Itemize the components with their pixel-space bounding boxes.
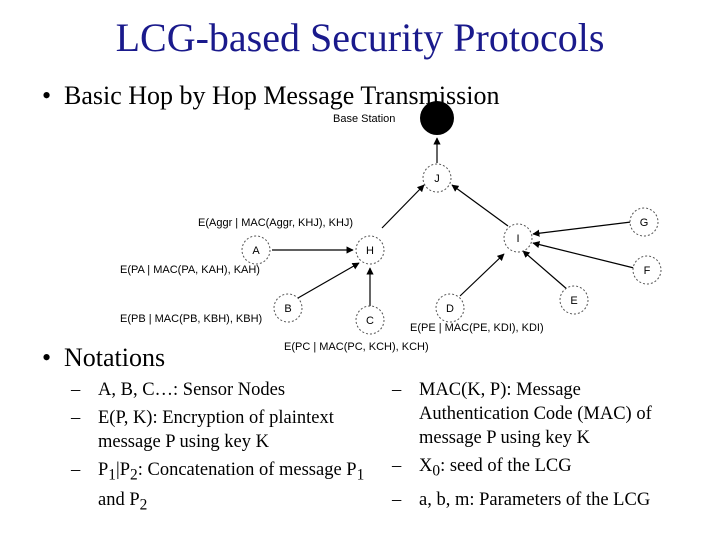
label-c-h: E(PC | MAC(PC, KCH), KCH) (284, 341, 429, 353)
label-d-i: E(PE | MAC(PE, KDI), KDI) (410, 322, 544, 334)
dash-marker: – (392, 489, 402, 510)
edge-f-i (532, 241, 635, 269)
node-j (422, 163, 452, 193)
node-f (632, 255, 662, 285)
notations-left-column: – A, B, C…: Sensor Nodes – E(P, K): Encr… (71, 378, 371, 521)
node-b (273, 293, 303, 323)
notation-text: X0: seed of the LCG (419, 456, 572, 480)
notation-text: A, B, C…: Sensor Nodes (98, 380, 286, 400)
edge-h-j (381, 184, 425, 229)
node-d-label: D (446, 303, 454, 315)
node-i-label: I (516, 233, 519, 245)
bullet-notations: • Notations (42, 342, 165, 374)
base-station-node (420, 101, 454, 135)
edge-b-h (297, 262, 360, 299)
node-h-label: H (366, 245, 374, 257)
node-a-label: A (252, 245, 260, 257)
notation-item: – MAC(K, P): Message Authentication Code… (392, 378, 682, 450)
dash-marker: – (392, 456, 402, 476)
node-c (355, 305, 385, 335)
node-f-label: F (644, 265, 651, 277)
dash-marker: – (71, 380, 81, 400)
notation-text: E(P, K): Encryption of plaintext message… (98, 408, 334, 452)
edge-e-i (522, 250, 569, 291)
node-g-label: G (640, 217, 649, 229)
notation-text: MAC(K, P): Message Authentication Code (… (419, 380, 652, 448)
bullet-text: Notations (64, 343, 166, 372)
notation-item: – X0: seed of the LCG (392, 454, 682, 484)
edge-d-i (459, 253, 505, 297)
node-i (503, 223, 533, 253)
notation-item: – A, B, C…: Sensor Nodes (71, 378, 371, 402)
label-a-h: E(PA | MAC(PA, KAH), KAH) (120, 264, 260, 276)
notation-item: – P1|P2: Concatenation of message P1 and… (71, 458, 371, 517)
node-j-label: J (434, 173, 440, 185)
notation-item: – a, b, m: Parameters of the LCG (392, 488, 682, 512)
dash-marker: – (392, 380, 402, 400)
node-h (355, 235, 385, 265)
node-e (559, 285, 589, 315)
edge-i-j (451, 184, 509, 227)
node-d (435, 293, 465, 323)
label-b-h: E(PB | MAC(PB, KBH), KBH) (120, 313, 262, 325)
label-h-j: E(Aggr | MAC(Aggr, KHJ), KHJ) (198, 217, 353, 229)
bullet-marker: • (42, 343, 52, 372)
edge-g-i (532, 221, 632, 237)
dash-marker: – (71, 408, 81, 428)
slide-title: LCG-based Security Protocols (115, 15, 605, 60)
notation-text: a, b, m: Parameters of the LCG (419, 489, 651, 510)
notations-right-column: – MAC(K, P): Message Authentication Code… (392, 378, 682, 516)
node-e-label: E (570, 295, 577, 307)
notation-item: – E(P, K): Encryption of plaintext messa… (71, 406, 371, 454)
node-b-label: B (284, 303, 291, 315)
node-c-label: C (366, 315, 374, 327)
node-g (629, 207, 659, 237)
notation-text: P1|P2: Concatenation of message P1 and P… (98, 460, 365, 514)
node-a (241, 235, 271, 265)
bullet-marker: • (42, 81, 52, 110)
dash-marker: – (71, 460, 81, 480)
base-station-label: Base Station (333, 113, 395, 125)
